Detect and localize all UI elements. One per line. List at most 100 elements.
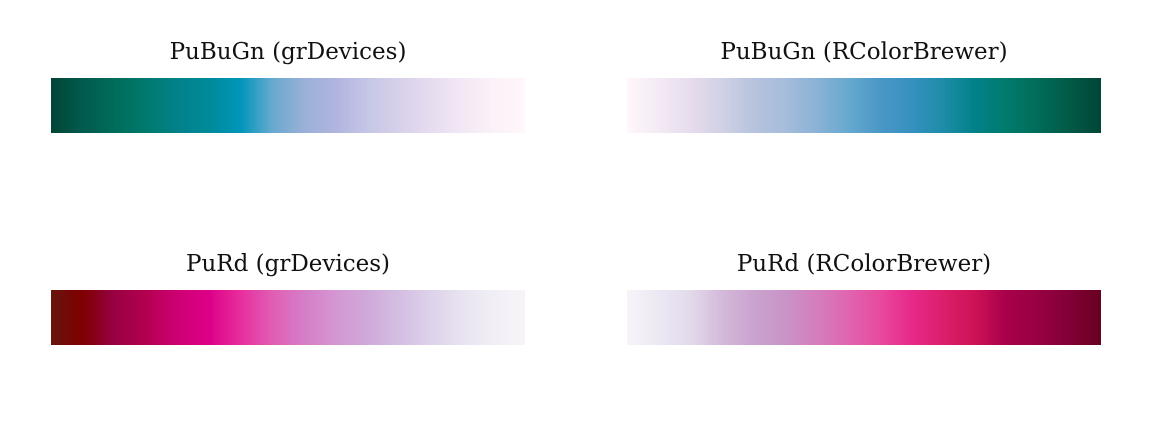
ramp-slice: [435, 290, 438, 345]
ramp-slice: [763, 78, 766, 133]
ramp-slice: [663, 78, 666, 133]
ramp-slice: [729, 78, 732, 133]
ramp-slice: [397, 78, 400, 133]
ramp-slice: [53, 78, 56, 133]
ramp-slice: [303, 78, 306, 133]
ramp-slice: [165, 290, 168, 345]
ramp-slice: [1099, 78, 1101, 133]
ramp-slice: [371, 290, 374, 345]
ramp-slice: [707, 290, 710, 345]
ramp-slice: [163, 78, 166, 133]
ramp-slice: [879, 78, 882, 133]
ramp-slice: [157, 78, 160, 133]
ramp-slice: [791, 290, 794, 345]
ramp-slice: [215, 290, 218, 345]
ramp-slice: [1061, 290, 1064, 345]
ramp-slice: [401, 78, 404, 133]
ramp-slice: [881, 78, 884, 133]
ramp-slice: [913, 290, 916, 345]
ramp-slice: [79, 290, 82, 345]
ramp-slice: [677, 78, 680, 133]
ramp-slice: [935, 78, 938, 133]
ramp-slice: [125, 290, 128, 345]
ramp-slice: [517, 78, 520, 133]
ramp-slice: [361, 290, 364, 345]
ramp-slice: [665, 290, 668, 345]
ramp-slice: [1071, 78, 1074, 133]
ramp-slice: [867, 78, 870, 133]
ramp-slice: [209, 290, 212, 345]
ramp-slice: [63, 78, 66, 133]
ramp-slice: [699, 290, 702, 345]
ramp-slice: [1093, 290, 1096, 345]
ramp-slice: [347, 290, 350, 345]
ramp-slice: [1023, 290, 1026, 345]
ramp-slice: [865, 78, 868, 133]
ramp-slice: [241, 78, 244, 133]
ramp-slice: [291, 78, 294, 133]
ramp-slice: [99, 78, 102, 133]
ramp-slice: [989, 78, 992, 133]
ramp-slice: [513, 290, 516, 345]
ramp-slice: [865, 290, 868, 345]
ramp-slice: [113, 78, 116, 133]
ramp-slice: [1001, 290, 1004, 345]
ramp-slice: [683, 78, 686, 133]
ramp-slice: [1059, 290, 1062, 345]
ramp-slice: [105, 78, 108, 133]
ramp-slice: [521, 290, 524, 345]
ramp-slice: [519, 290, 522, 345]
ramp-slice: [869, 78, 872, 133]
ramp-slice: [951, 78, 954, 133]
ramp-slice: [389, 290, 392, 345]
ramp-slice: [259, 78, 262, 133]
ramp-slice: [483, 290, 486, 345]
ramp-slice: [861, 78, 864, 133]
ramp-slice: [889, 290, 892, 345]
ramp-slice: [393, 78, 396, 133]
ramp-slice: [223, 78, 226, 133]
ramp-slice: [141, 78, 144, 133]
ramp-slice: [721, 290, 724, 345]
ramp-slice: [523, 78, 525, 133]
ramp-slice: [55, 78, 58, 133]
ramp-slice: [197, 78, 200, 133]
ramp-slice: [269, 290, 272, 345]
ramp-slice: [769, 78, 772, 133]
ramp-slice: [491, 290, 494, 345]
ramp-slice: [629, 78, 632, 133]
ramp-slice: [77, 290, 80, 345]
ramp-slice: [725, 290, 728, 345]
ramp-slice: [133, 78, 136, 133]
ramp-slice: [893, 290, 896, 345]
ramp-slice: [959, 290, 962, 345]
ramp-slice: [355, 78, 358, 133]
ramp-slice: [1033, 78, 1036, 133]
ramp-slice: [661, 290, 664, 345]
ramp-slice: [449, 290, 452, 345]
ramp-slice: [877, 78, 880, 133]
ramp-slice: [211, 78, 214, 133]
ramp-slice: [223, 290, 226, 345]
ramp-slice: [277, 78, 280, 133]
ramp-slice: [803, 290, 806, 345]
ramp-slice: [1009, 78, 1012, 133]
ramp-slice: [1007, 78, 1010, 133]
ramp-slice: [719, 78, 722, 133]
ramp-slice: [697, 290, 700, 345]
ramp-slice: [971, 78, 974, 133]
ramp-slice: [411, 290, 414, 345]
ramp-slice: [335, 78, 338, 133]
ramp-slice: [475, 78, 478, 133]
ramp-slice: [395, 290, 398, 345]
ramp-slice: [927, 290, 930, 345]
ramp-slice: [445, 78, 448, 133]
ramp-slice: [249, 78, 252, 133]
ramp-slice: [329, 290, 332, 345]
ramp-slice: [849, 78, 852, 133]
ramp-slice: [407, 290, 410, 345]
ramp-slice: [509, 290, 512, 345]
ramp-slice: [831, 78, 834, 133]
ramp-slice: [671, 290, 674, 345]
ramp-slice: [349, 78, 352, 133]
